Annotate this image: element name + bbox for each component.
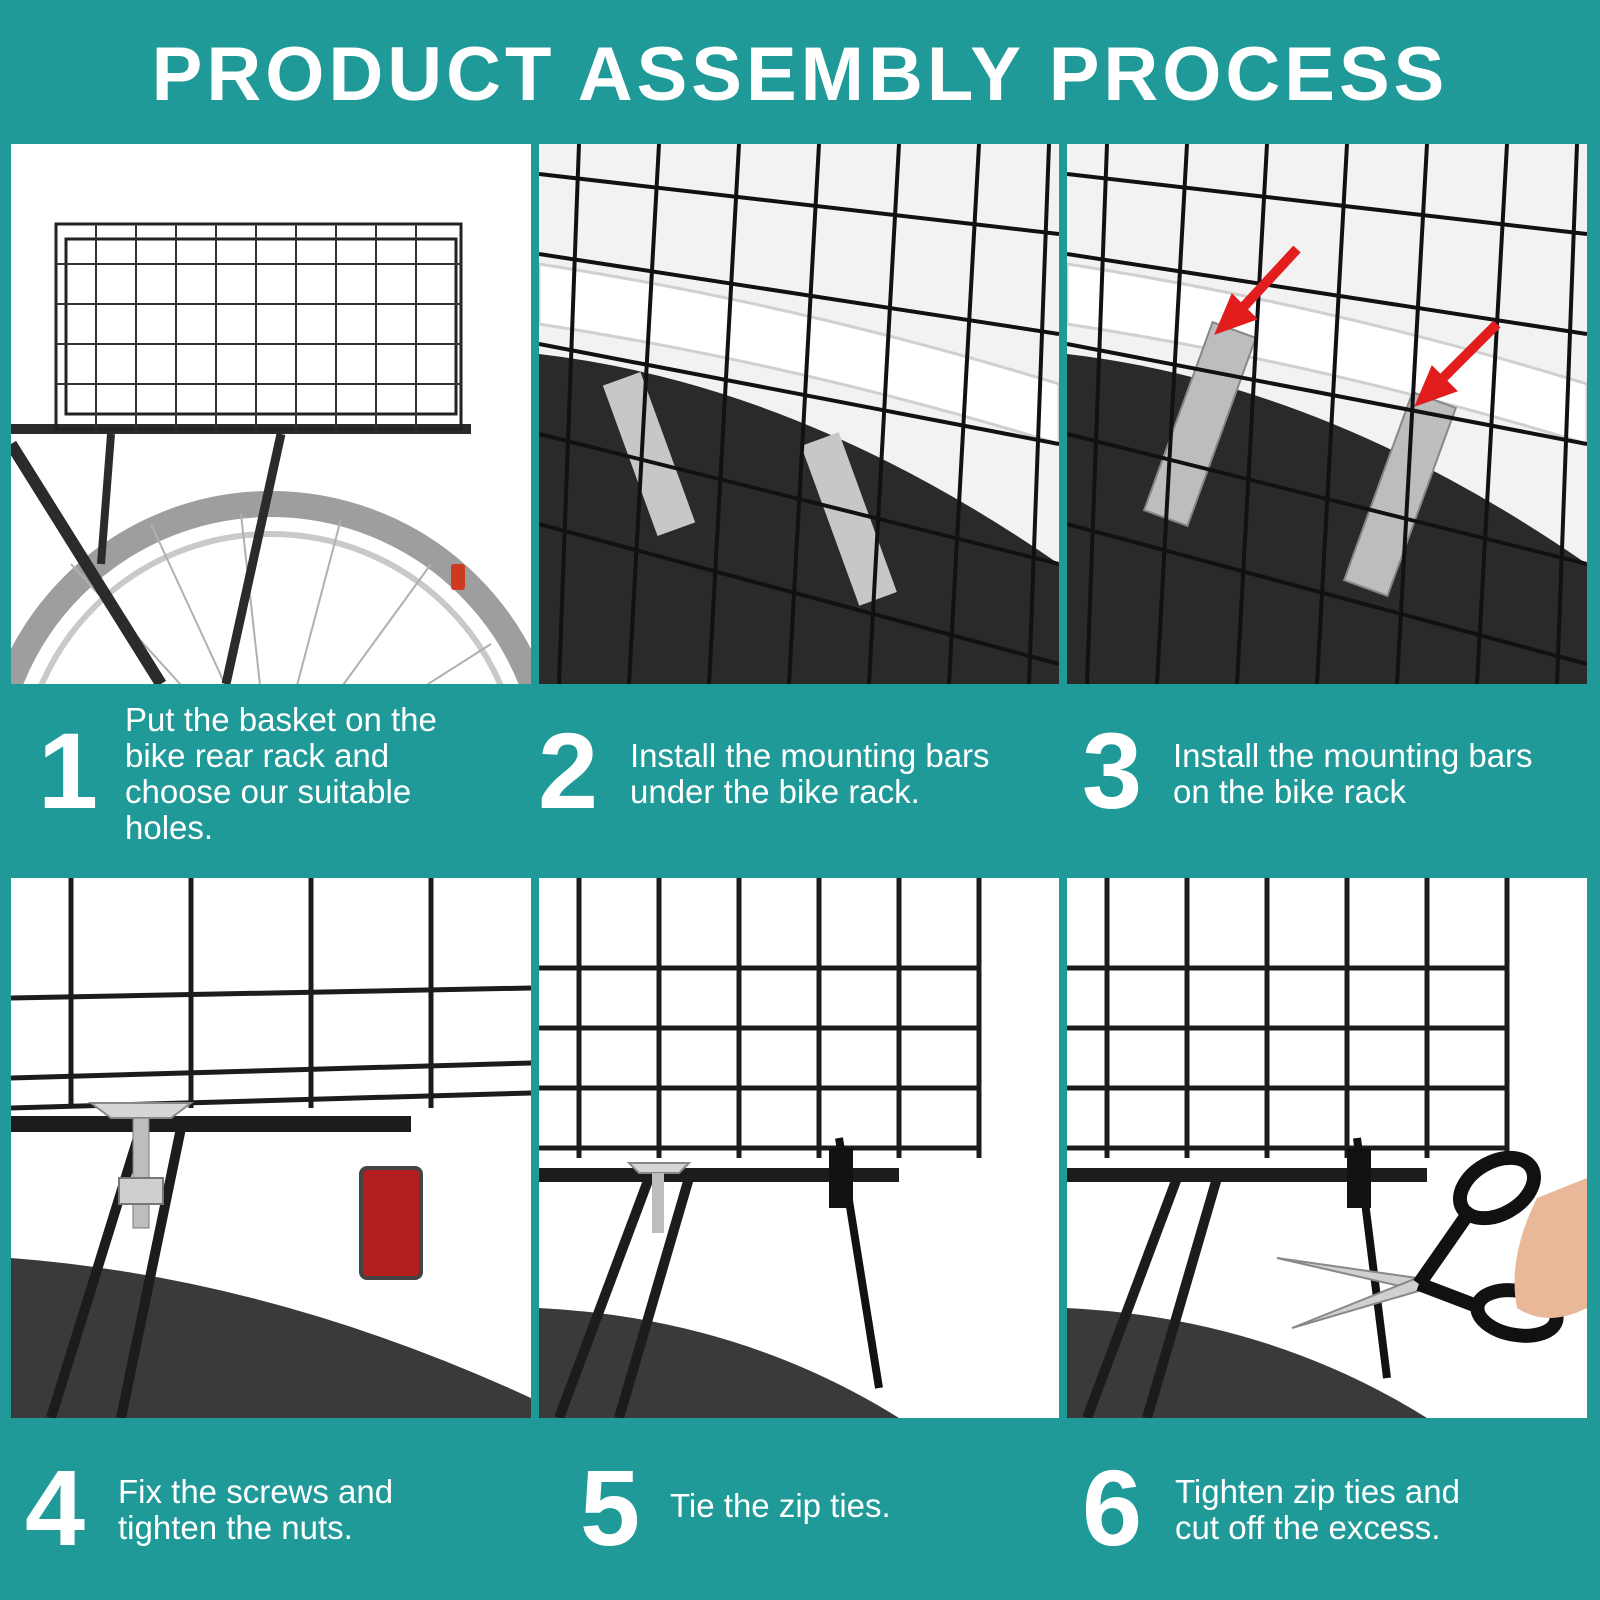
scissors-icon — [1276, 1150, 1564, 1343]
step-text: Install the mounting bars on the bike ra… — [1173, 737, 1533, 810]
step-text: Tie the zip ties. — [670, 1487, 891, 1524]
screw-icon — [88, 1102, 194, 1229]
step-number: 5 — [580, 1447, 641, 1568]
step-text: Tighten zip ties and cut off the excess. — [1175, 1473, 1460, 1546]
cut-zip-ties-illustration — [1067, 878, 1587, 1418]
step-5-photo — [539, 878, 1059, 1418]
step-3-photo — [1067, 144, 1587, 684]
step-text: Put the basket on the bike rear rack and… — [125, 701, 437, 846]
step-2-photo — [539, 144, 1059, 684]
page-title: PRODUCT ASSEMBLY PROCESS — [151, 32, 1449, 117]
bike-basket-illustration — [11, 222, 531, 684]
step-number: 2 — [538, 710, 599, 831]
red-arrow-icon — [1214, 245, 1301, 335]
mounting-bars-under-rack-illustration — [539, 144, 1059, 684]
zip-ties-illustration — [539, 878, 982, 1418]
red-arrow-icon — [1414, 320, 1501, 407]
screw-icon — [626, 1162, 692, 1233]
step-text: Install the mounting bars under the bike… — [630, 737, 990, 810]
zip-tie-icon — [829, 1137, 883, 1389]
mounting-bars-on-rack-illustration — [1067, 144, 1587, 684]
step-number: 4 — [25, 1447, 86, 1568]
step-number: 3 — [1082, 710, 1143, 831]
hand-icon — [1514, 1178, 1587, 1318]
zip-tie-icon — [1347, 1137, 1391, 1379]
step-1-photo — [11, 144, 531, 684]
step-4-photo — [11, 878, 531, 1418]
step-text: Fix the screws and tighten the nuts. — [118, 1473, 394, 1546]
step-6-photo — [1067, 878, 1587, 1418]
step-number: 1 — [38, 710, 99, 831]
step-number: 6 — [1082, 1447, 1143, 1568]
screws-and-nuts-illustration — [11, 878, 531, 1418]
